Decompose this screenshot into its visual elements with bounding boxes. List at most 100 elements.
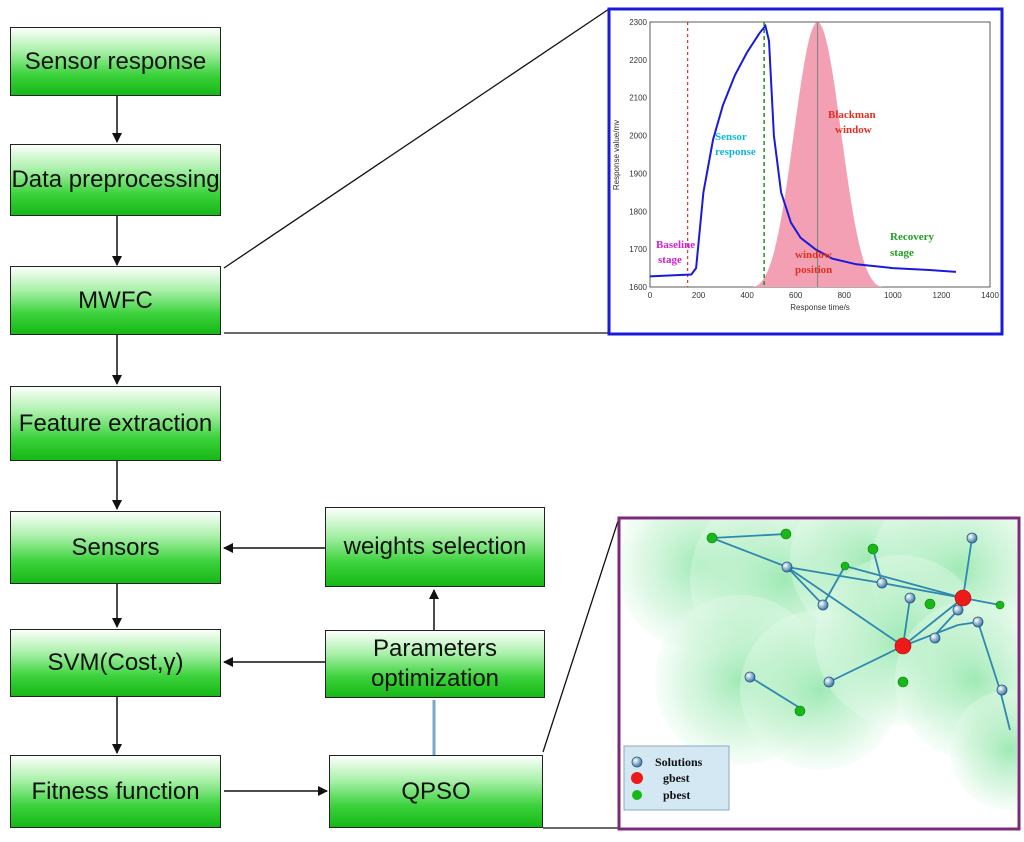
svm-box: SVM(Cost,γ) [10, 629, 221, 697]
sensor-annotation-2: response [715, 146, 756, 158]
zoom-line-plot-top [223, 8, 610, 269]
gbest-particle [954, 589, 972, 607]
solution-particle [876, 577, 888, 589]
sensor-annotation-1: Sensor [715, 131, 747, 143]
baseline-annotation-2: stage [658, 254, 682, 266]
swarm-link [822, 565, 846, 606]
y-tick-label: 2000 [629, 132, 647, 141]
y-tick-label: 2300 [629, 18, 647, 27]
x-tick-label: 400 [740, 291, 754, 300]
swarm-link [844, 565, 964, 599]
y-tick-label: 2200 [629, 56, 647, 65]
recovery-annotation-1: Recovery [890, 231, 934, 243]
gbest-particle [894, 637, 912, 655]
swarm-link [934, 609, 959, 636]
mwfc-box: MWFC [10, 266, 221, 335]
swarm-link [786, 566, 904, 647]
y-tick-label: 2100 [629, 94, 647, 103]
plot-xlabel: Response time/s [790, 303, 850, 312]
solution-particle [996, 684, 1008, 696]
y-tick-label: 1700 [629, 245, 647, 254]
solution-particle [823, 676, 835, 688]
pbest-particle [995, 600, 1005, 610]
zoom-line-swarm-top [542, 517, 620, 753]
solution-particle [966, 532, 978, 544]
gbest-particles [894, 589, 972, 655]
pbest-particle [924, 598, 936, 610]
swarm-link [962, 537, 973, 599]
swarm-link [786, 566, 824, 606]
solution-particle [817, 599, 829, 611]
x-tick-label: 800 [838, 291, 852, 300]
data-preprocessing-box: Data preprocessing [10, 144, 221, 216]
feature-extraction-label: Feature extraction [18, 409, 213, 437]
legend-solutions-label: Solutions [655, 755, 703, 769]
solution-particle [781, 561, 793, 573]
sensor-response-box: Sensor response [10, 27, 221, 96]
swarm-link [977, 621, 1001, 691]
x-tick-label: 0 [648, 291, 653, 300]
fitness-function-box: Fitness function [10, 755, 221, 828]
feature-extraction-box: Feature extraction [10, 386, 221, 461]
pbest-particle [840, 561, 850, 571]
swarm-legend: Solutions gbest pbest [623, 745, 730, 811]
legend-pbest-label: pbest [663, 788, 690, 802]
search-region-circle [950, 690, 1017, 810]
sensor-response-curve [649, 23, 957, 278]
sensors-label: Sensors [71, 533, 160, 561]
pbest-particle [706, 532, 718, 544]
pbest-particle [867, 543, 879, 555]
weights-selection-box: weights selection [325, 507, 545, 587]
swarm-link [872, 548, 883, 584]
fitness-function-label: Fitness function [31, 777, 200, 805]
x-tick-label: 1000 [884, 291, 902, 300]
pbest-particle [897, 676, 909, 688]
swarm-link [828, 645, 904, 683]
swarm-link [786, 566, 883, 584]
qpso-box: QPSO [329, 755, 543, 828]
solutions-legend-icon [631, 756, 643, 768]
y-tick-label: 1600 [629, 283, 647, 292]
legend-gbest-label: gbest [663, 771, 690, 785]
gbest-legend-icon [631, 772, 643, 784]
x-tick-label: 600 [789, 291, 803, 300]
blackman-annotation-2: window [835, 124, 872, 136]
window-position-annotation-2: position [795, 264, 832, 276]
y-tick-label: 1900 [629, 169, 647, 178]
x-tick-label: 1200 [933, 291, 951, 300]
pbest-legend-icon [632, 790, 642, 800]
baseline-annotation-1: Baseline [656, 239, 695, 251]
parameters-label-line2: optimization [370, 665, 500, 692]
y-axis-ticks: 1600 1700 1800 1900 2000 2100 2200 2300 [629, 18, 647, 292]
solution-particle [952, 604, 964, 616]
parameters-optimization-box: Parameters optimization [325, 630, 545, 698]
swarm-link [749, 676, 801, 709]
swarm-link [711, 537, 788, 568]
mwfc-label: MWFC [78, 286, 153, 314]
pbest-particles [706, 528, 1005, 717]
x-tick-label: 1400 [981, 291, 999, 300]
pbest-particle [780, 528, 792, 540]
swarm-frame [617, 516, 1021, 831]
blackman-annotation-1: Blackman [828, 109, 876, 121]
window-position-annotation-1: window [795, 249, 832, 261]
sensor-response-label: Sensor response [24, 47, 207, 75]
data-preprocessing-label: Data preprocessing [11, 166, 220, 193]
solution-particle [972, 616, 984, 628]
y-tick-label: 1800 [629, 207, 647, 216]
parameters-label-line1: Parameters [372, 635, 498, 662]
plot-ylabel: Response value/mv [612, 120, 621, 190]
solution-particle [929, 632, 941, 644]
swarm-link [999, 689, 1011, 731]
swarm-link [902, 597, 964, 647]
weights-selection-label: weights selection [343, 533, 527, 560]
qpso-label: QPSO [401, 777, 471, 805]
sensors-box: Sensors [10, 511, 221, 584]
solution-particle [744, 671, 756, 683]
solution-particle [904, 592, 916, 604]
